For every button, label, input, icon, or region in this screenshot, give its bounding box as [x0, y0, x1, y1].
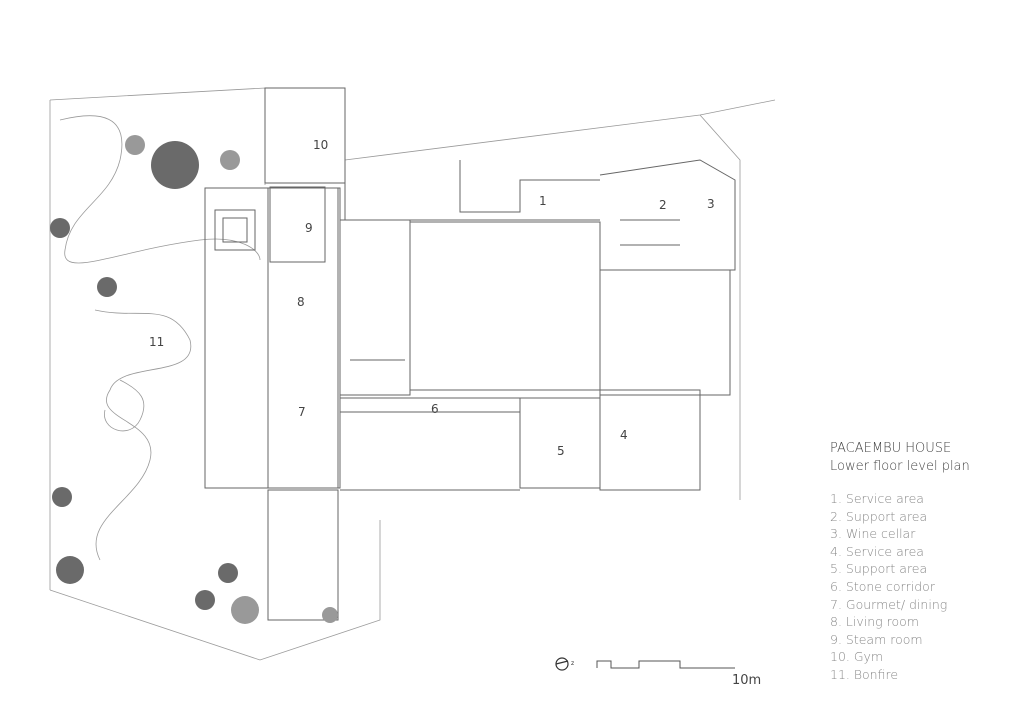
tree-icon — [50, 218, 70, 238]
tree-icon — [151, 141, 199, 189]
plan-subtitle: Lower floor level plan — [830, 459, 970, 474]
legend-item: 9. Steam room — [830, 631, 923, 647]
site-boundary — [49, 87, 776, 661]
room-number-4: 4 — [620, 428, 628, 442]
tree-icon — [125, 135, 145, 155]
svg-text:z: z — [571, 660, 574, 667]
room-number-2: 2 — [659, 198, 667, 212]
room-number-8: 8 — [297, 295, 305, 309]
trees — [50, 135, 338, 624]
legend-item: 10. Gym — [830, 649, 884, 665]
room-number-9: 9 — [305, 221, 313, 235]
legend-item: 6. Stone corridor — [830, 578, 935, 594]
room-number-3: 3 — [707, 197, 715, 211]
tree-icon — [322, 607, 338, 623]
legend-item: 3. Wine cellar — [830, 526, 916, 542]
room-number-5: 5 — [557, 444, 565, 458]
tree-icon — [195, 590, 215, 610]
tree-icon — [52, 487, 72, 507]
legend-item: 5. Support area — [830, 561, 928, 577]
building-walls — [204, 87, 736, 621]
room-number-1: 1 — [539, 194, 547, 208]
legend-item: 11. Bonfire — [830, 666, 899, 682]
legend-item: 1. Service area — [830, 491, 924, 506]
room-number-7: 7 — [298, 405, 306, 419]
scale-bar — [596, 660, 735, 669]
legend: PACAEMBU HOUSE Lower floor level plan 1.… — [830, 440, 970, 684]
scale-label: 10m — [732, 673, 762, 688]
room-number-10: 10 — [313, 138, 328, 152]
legend-item: 2. Support area — [830, 508, 928, 524]
north-arrow-icon: z — [555, 657, 574, 671]
tree-icon — [218, 563, 238, 583]
plan-title: PACAEMBU HOUSE — [830, 441, 952, 456]
tree-icon — [56, 556, 84, 584]
legend-item: 7. Gourmet/ dining — [830, 596, 948, 612]
tree-icon — [220, 150, 240, 170]
room-number-11: 11 — [149, 335, 164, 349]
legend-item: 4. Service area — [830, 543, 924, 559]
room-number-6: 6 — [431, 402, 439, 416]
legend-item: 8. Living room — [830, 614, 919, 630]
tree-icon — [97, 277, 117, 297]
room-numbers: 1 2 3 4 5 6 7 8 9 10 11 — [149, 138, 715, 458]
tree-icon — [231, 596, 259, 624]
